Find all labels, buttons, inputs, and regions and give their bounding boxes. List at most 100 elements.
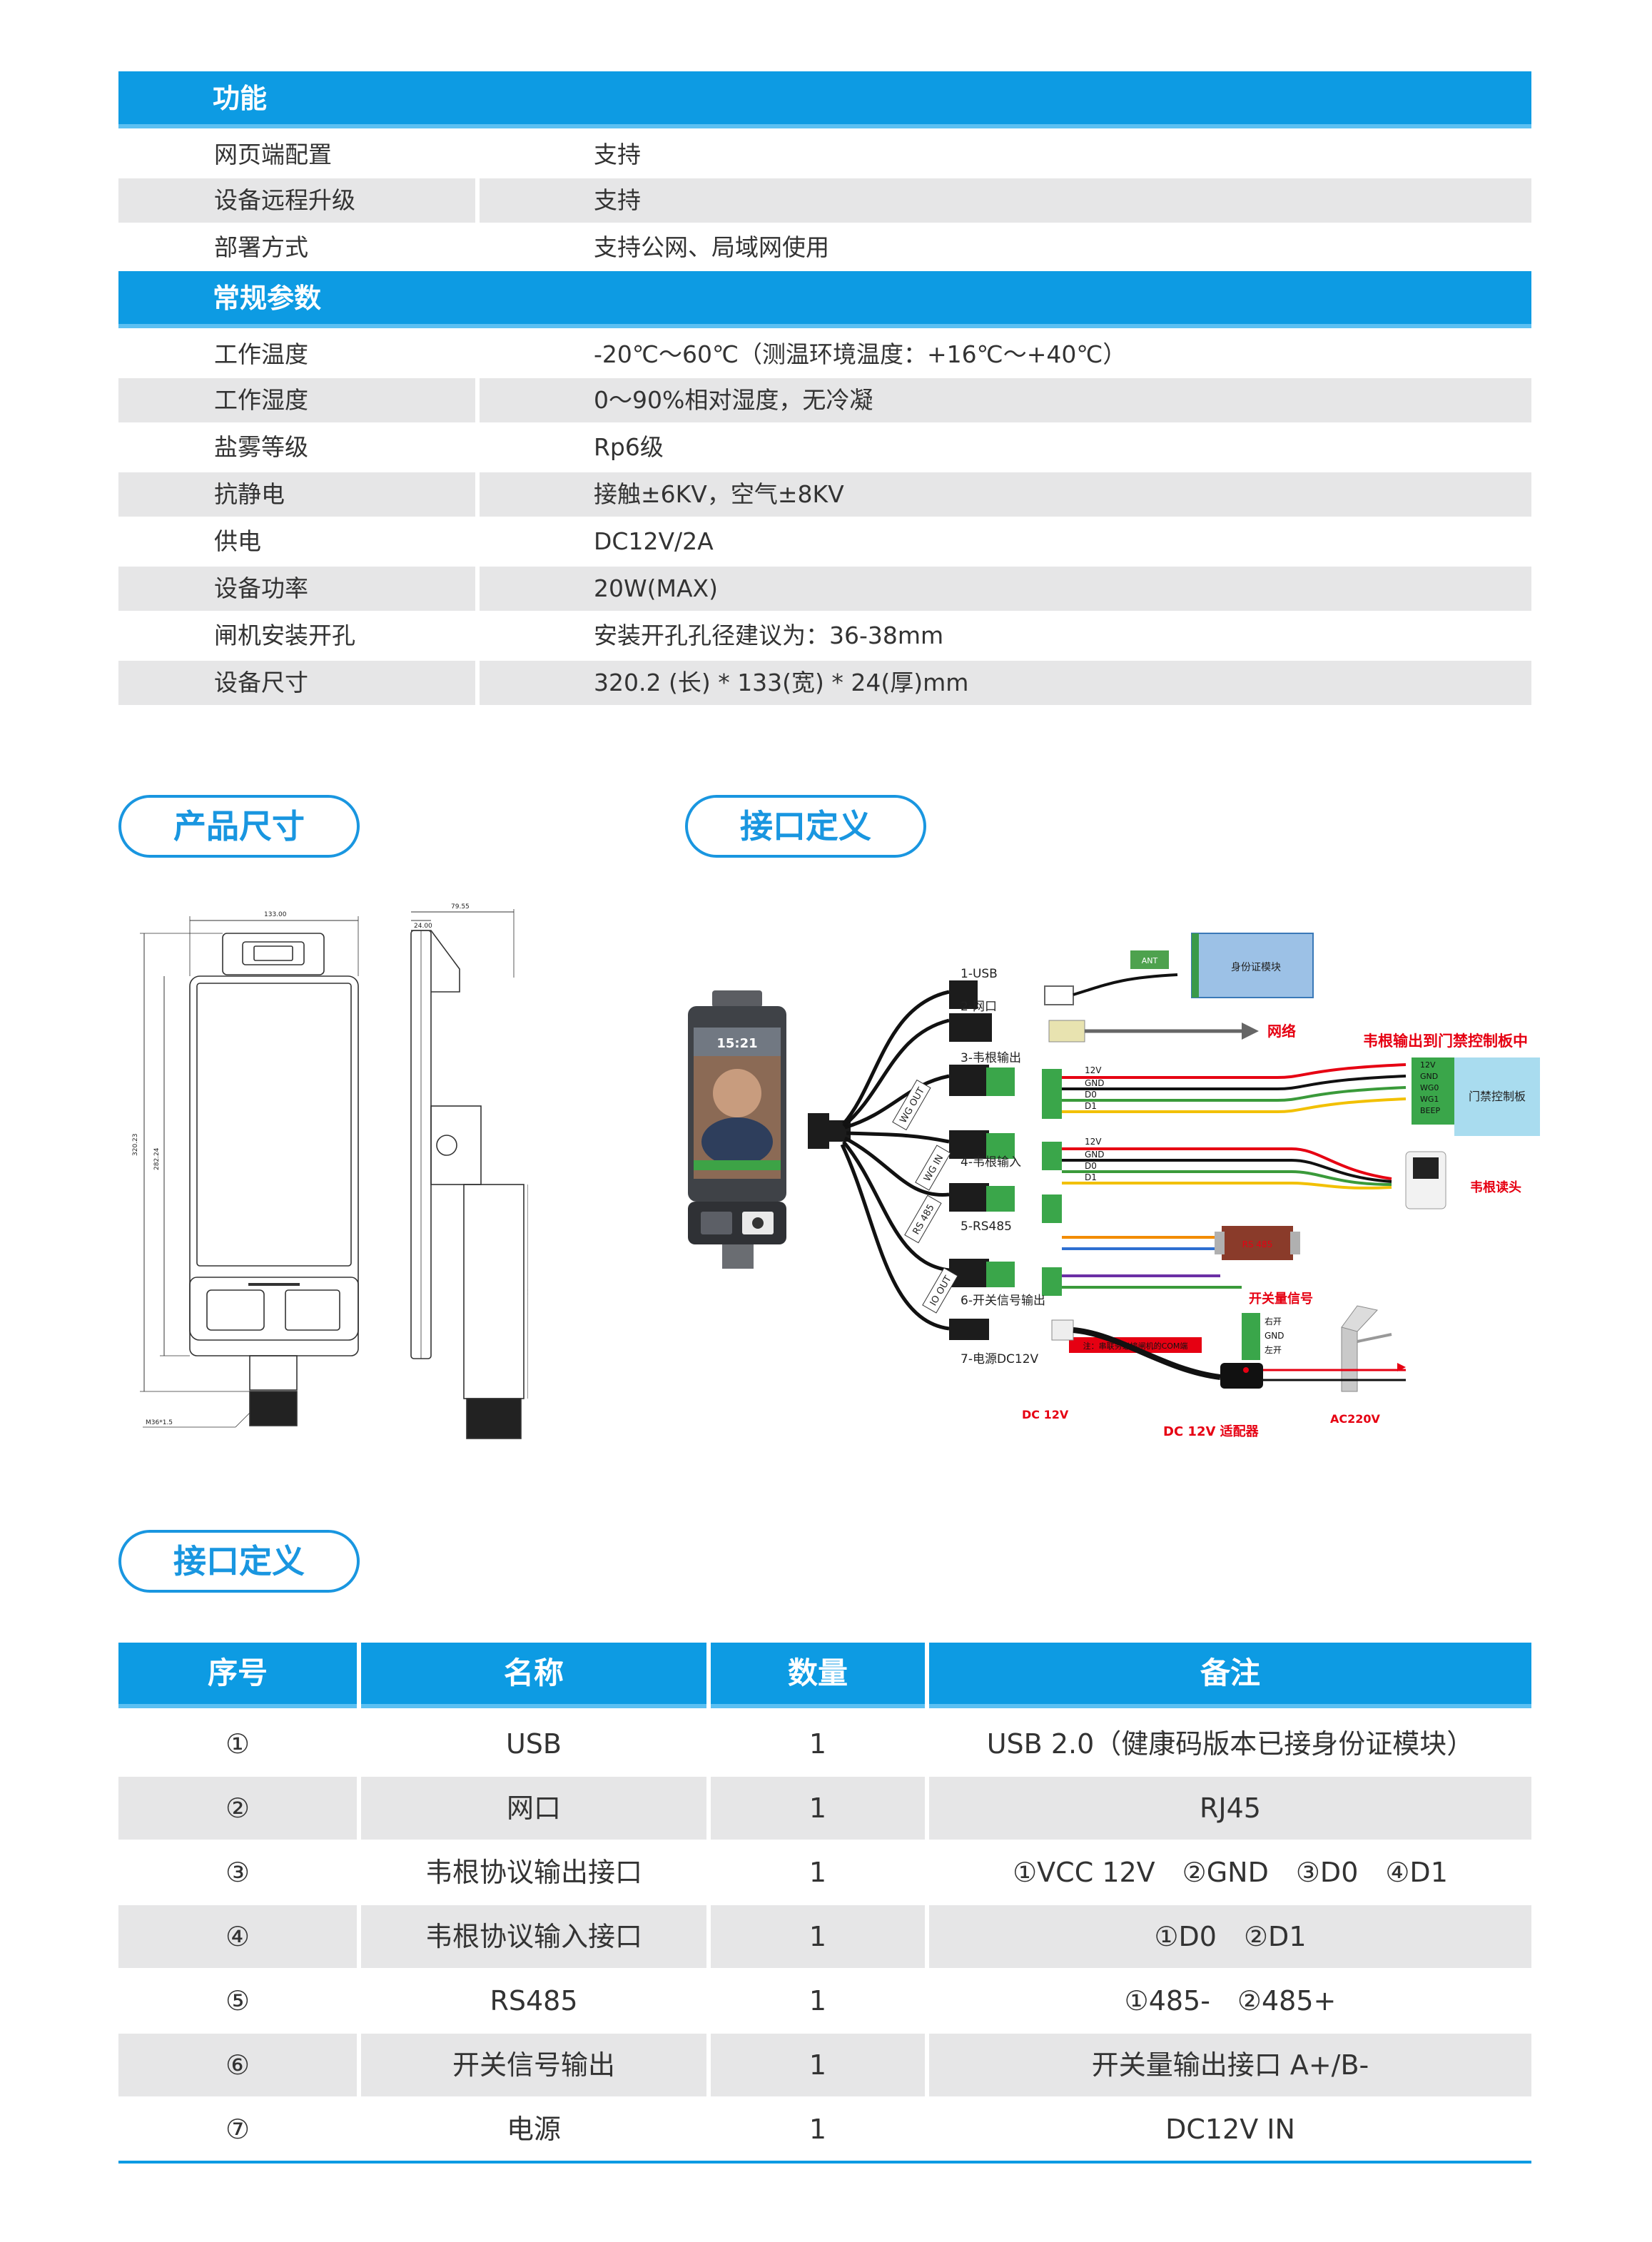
reader-panel-outline: [189, 1277, 359, 1356]
table-header-note: 备注: [929, 1643, 1531, 1708]
dim-depth-text: 79.55: [451, 903, 470, 911]
spec-value: 支持公网、局域网使用: [594, 233, 829, 261]
dim-height-inner-text: 282.24: [153, 1147, 161, 1170]
spec-label: 设备尺寸: [214, 669, 308, 696]
cell-no: ①: [225, 1728, 250, 1760]
port-label: 5-RS485: [961, 1219, 1012, 1234]
pill-label: 产品尺寸: [173, 807, 305, 846]
spec-label: 网页端配置: [214, 141, 332, 168]
switch-pin: 右开: [1265, 1316, 1282, 1327]
port-label: 7-电源DC12V: [961, 1352, 1039, 1366]
dc-label: DC 12V: [1022, 1408, 1069, 1421]
terminal-device: 15:21: [688, 990, 786, 1269]
screen-time: 15:21: [716, 1036, 757, 1051]
spec-row: 设备远程升级 支持: [118, 178, 1531, 223]
pill-interface-table: 接口定义: [118, 1530, 360, 1593]
cell-note: USB 2.0（健康码版本已接身份证模块）: [986, 1728, 1474, 1760]
cell-name: 电源: [506, 2114, 561, 2145]
wg-out-pin: D0: [1085, 1090, 1097, 1100]
spec-label: 设备远程升级: [214, 186, 355, 214]
wg-out-title: 韦根输出到门禁控制板中: [1363, 1033, 1528, 1050]
board-pin: GND: [1420, 1072, 1438, 1081]
pill-label: 接口定义: [173, 1542, 305, 1581]
adapter-label: DC 12V 适配器: [1163, 1424, 1260, 1439]
switch-pin: GND: [1265, 1331, 1284, 1341]
access-board: [1454, 1057, 1540, 1136]
spec-row: 供电 DC12V/2A: [118, 519, 1531, 564]
wg-in-pin: D0: [1085, 1161, 1097, 1171]
cell-name: 韦根协议输出接口: [425, 1857, 642, 1888]
cell-name: USB: [505, 1728, 562, 1760]
cell-note: 开关量输出接口 A+/B-: [929, 2034, 1531, 2096]
id-module: [1191, 933, 1314, 998]
wg-in-pin: GND: [1085, 1150, 1105, 1160]
wg-out-pin: 12V: [1085, 1065, 1102, 1075]
dim-side-text: 12: [527, 1288, 528, 1296]
cell-no: ③: [225, 1857, 250, 1888]
pill-label: 接口定义: [740, 807, 871, 846]
cell-no: ②: [118, 1777, 357, 1840]
bracket-outline: [430, 1105, 482, 1185]
spec-value: 支持: [594, 141, 641, 168]
spec-value: 安装开孔孔径建议为：36-38mm: [594, 622, 944, 649]
spec-row: 盐雾等级 Rp6级: [118, 425, 1531, 470]
dim-thickness-text: 24.00: [414, 923, 432, 930]
board-pin: BEEP: [1420, 1106, 1440, 1115]
pill-interface-diagram: 接口定义: [685, 795, 926, 858]
cell-no: ⑤: [225, 1985, 250, 2017]
device-screen-outline: [196, 983, 352, 1267]
wg-in-pin: D1: [1085, 1172, 1097, 1182]
spec-row: 工作湿度 0～90%相对湿度，无冷凝: [118, 378, 1531, 422]
cell-qty: 1: [809, 1857, 827, 1888]
dim-height-outer-text: 320.23: [132, 1134, 139, 1157]
cell-name: 开关信号输出: [361, 2034, 706, 2096]
spec-label: 设备功率: [214, 574, 308, 602]
table-header-name: 名称: [361, 1643, 706, 1708]
cell-name: RS485: [490, 1985, 578, 2017]
spec-value: 接触±6KV，空气±8KV: [594, 480, 844, 508]
cell-qty: 1: [809, 2114, 827, 2145]
spec-value: 支持: [594, 186, 641, 214]
dim-thread-text: M36*1.5: [146, 1419, 173, 1426]
spec-row: 设备尺寸 320.2 (长) * 133(宽) * 24(厚)mm: [118, 661, 1531, 705]
board-pin: WG1: [1420, 1095, 1439, 1104]
cable-hub: [808, 1113, 829, 1149]
spec-value: DC12V/2A: [594, 527, 714, 555]
cell-qty: 1: [711, 1905, 925, 1968]
port-label: 3-韦根输出: [961, 1051, 1021, 1065]
cell-name: 韦根协议输入接口: [361, 1905, 706, 1968]
network-label: 网络: [1267, 1023, 1296, 1040]
board-terminal: [1412, 1057, 1454, 1125]
section-header-general: 常规参数: [118, 271, 1531, 328]
cell-qty: 1: [711, 2034, 925, 2096]
board-pin: WG0: [1420, 1083, 1439, 1092]
port-label: 4-韦根输入: [961, 1155, 1021, 1170]
spec-value: 0～90%相对湿度，无冷凝: [594, 386, 873, 414]
spec-row: 设备功率 20W(MAX): [118, 567, 1531, 611]
table-bottom-rule: [118, 2161, 1531, 2164]
port-label: 2-网口: [961, 1000, 997, 1014]
port-label: 1-USB: [961, 967, 998, 981]
cell-note: ①VCC 12V ②GND ③D0 ④D1: [1013, 1857, 1448, 1888]
spec-row: 闸机安装开孔 安装开孔孔径建议为：36-38mm: [118, 614, 1531, 658]
cell-no: ④: [118, 1905, 357, 1968]
wg-in-pin: 12V: [1085, 1137, 1102, 1147]
camera-bar-outline: [222, 933, 325, 975]
section-title: 常规参数: [213, 283, 322, 314]
wg-out-pin: GND: [1085, 1078, 1105, 1088]
spec-row: 部署方式 支持公网、局域网使用: [118, 225, 1531, 270]
cell-qty: 1: [809, 1985, 827, 2017]
spec-label: 工作温度: [214, 340, 308, 368]
cell-qty: 1: [711, 1777, 925, 1840]
id-module-label: 身份证模块: [1231, 962, 1281, 973]
switch-title: 开关量信号: [1249, 1291, 1313, 1307]
table-header-no: 序号: [118, 1643, 357, 1708]
spec-value: -20℃～60℃（测温环境温度：+16℃～+40℃）: [594, 340, 1127, 368]
cell-name: 网口: [361, 1777, 706, 1840]
cell-note: RJ45: [929, 1777, 1531, 1840]
cell-note: DC12V IN: [1165, 2114, 1295, 2145]
rs485-device: [1222, 1226, 1293, 1260]
table-header-qty: 数量: [711, 1643, 925, 1708]
spec-value: 320.2 (长) * 133(宽) * 24(厚)mm: [594, 669, 969, 696]
ac-label: AC220V: [1330, 1412, 1381, 1426]
